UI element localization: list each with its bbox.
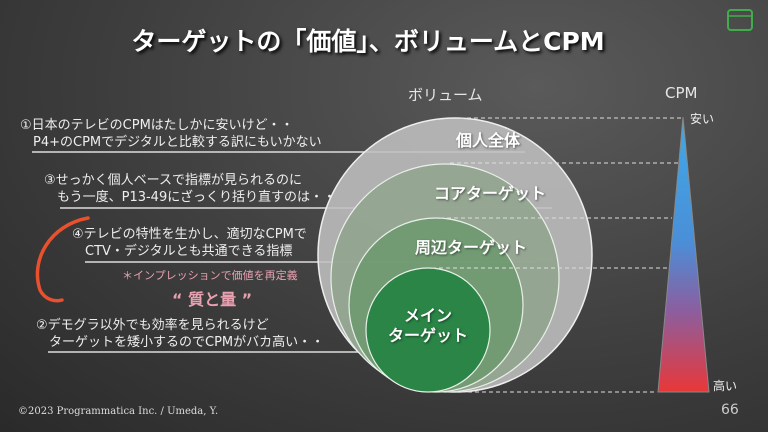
circle-label-peripheral: 周辺ターゲット — [415, 238, 528, 257]
highlight-sub: ＊インプレッションで価値を再定義 — [122, 269, 298, 282]
red-arc-mark — [35, 216, 90, 303]
cpm-expensive-label: 高い — [713, 379, 738, 393]
note-3: ③せっかく個人ベースで指標が見られるのに もう一度、P13-49にざっくり括り直… — [44, 173, 336, 205]
circle-label-core: コアターゲット — [434, 184, 547, 203]
note-1: ①日本のテレビのCPMはたしかに安いけど・・ P4+のCPMでデジタルと比較する… — [20, 118, 322, 150]
cpm-header: CPM — [665, 84, 698, 102]
circle-label-main: メイン ターゲット — [387, 306, 468, 345]
page-number: 66 — [721, 402, 739, 418]
circle-label-all: 個人全体 — [456, 131, 521, 150]
highlight-main: “ 質と量 ” — [172, 290, 253, 309]
volume-header: ボリューム — [408, 86, 483, 104]
programmatica-logo-icon — [727, 9, 753, 31]
copyright: ©2023 Programmatica Inc. / Umeda, Y. — [18, 406, 219, 417]
dashed-guides — [432, 117, 682, 393]
cpm-triangle — [657, 116, 710, 393]
note-2: ②デモグラ以外でも効率を見られるけど ターゲットを矮小するのでCPMがバカ高い・… — [36, 318, 325, 350]
circle-main-target — [365, 267, 491, 393]
cpm-cheap-label: 安い — [690, 112, 715, 126]
note-4: ④テレビの特性を生かし、適切なCPMで CTV・デジタルとも共通できる指標 — [72, 227, 307, 259]
page-title: ターゲットの「価値」、ボリュームとCPM — [131, 27, 605, 56]
